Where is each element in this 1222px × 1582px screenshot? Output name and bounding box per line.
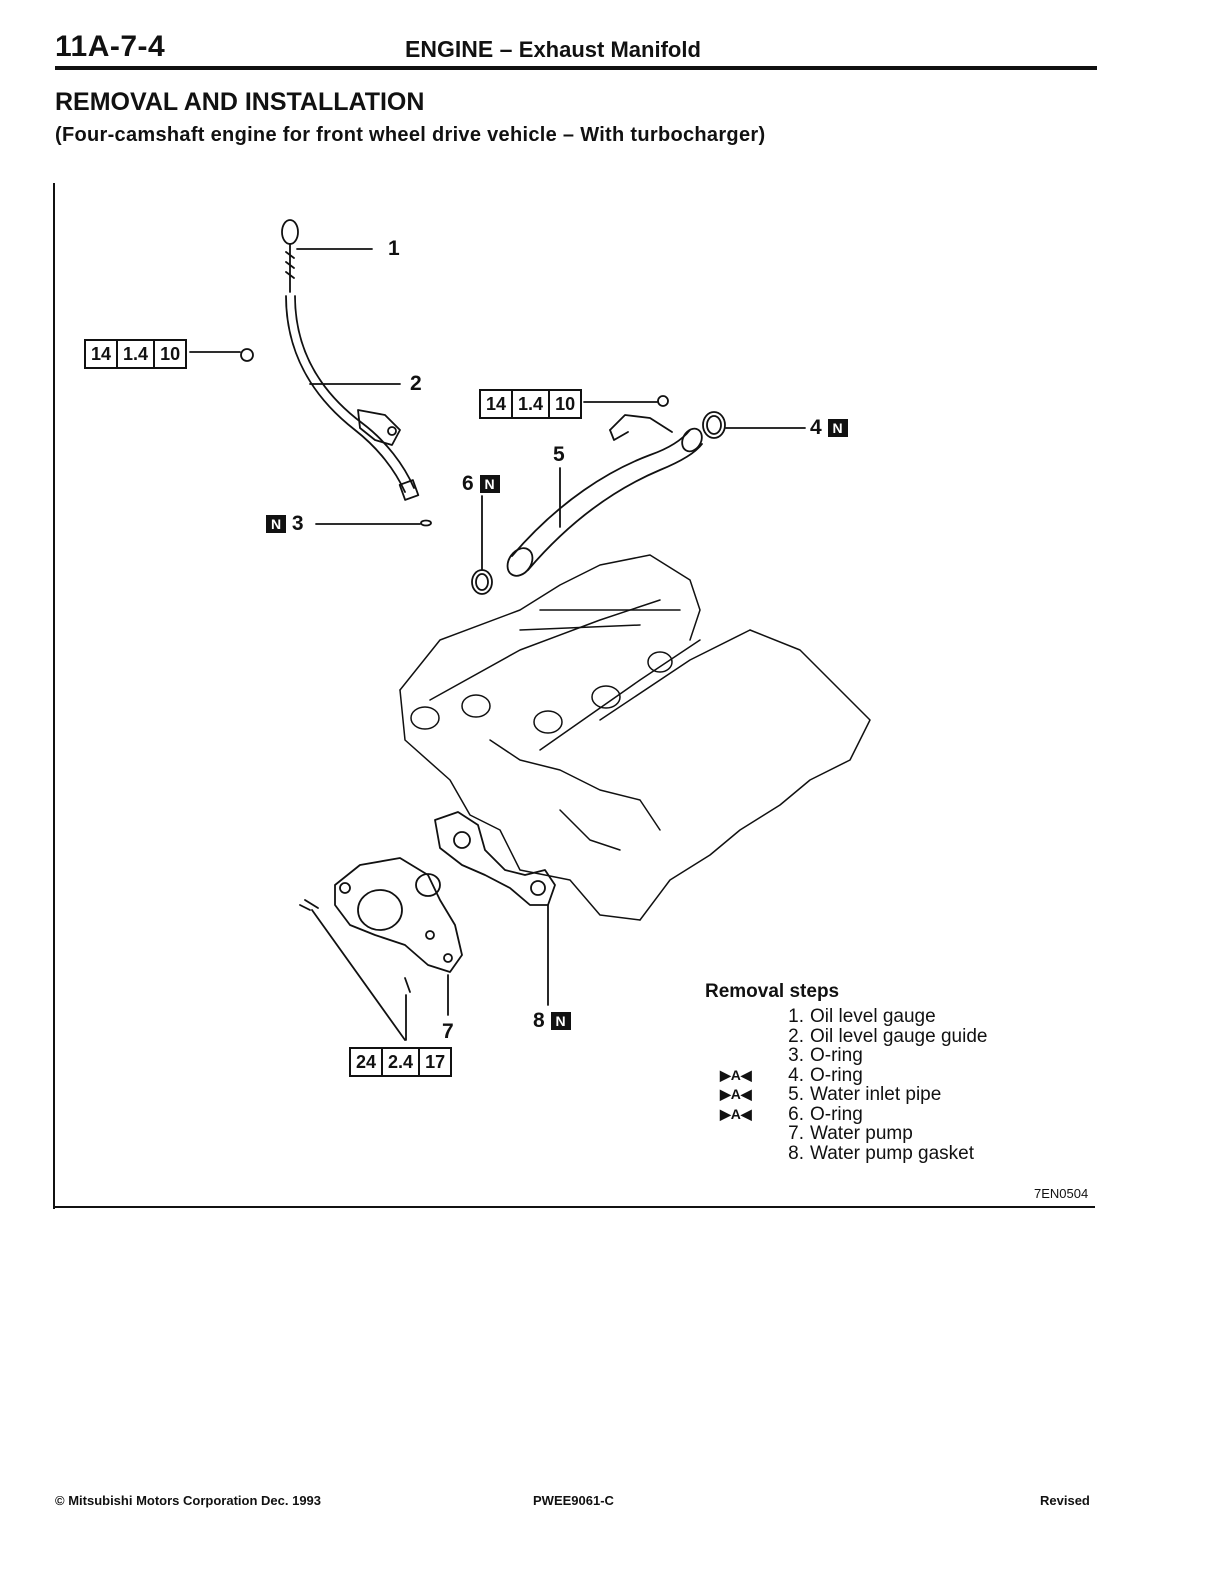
step-number: 2. [788, 1025, 804, 1047]
list-item: ▶A◀ 5. Water inlet pipe [720, 1085, 987, 1105]
leader-line-torque-c [311, 909, 407, 1041]
figure-frame-left [53, 183, 55, 1209]
water-pump-drawing [334, 857, 463, 973]
footer-copyright: © Mitsubishi Motors Corporation Dec. 199… [55, 1493, 322, 1508]
list-item: ▶A◀ 6. O-ring [720, 1103, 987, 1125]
water-pump-gasket-drawing [434, 811, 556, 906]
pump-bolt-drawing [299, 899, 411, 993]
header-title-main: ENGINE – [405, 36, 513, 62]
footer-doc-code: PWEE9061-C [533, 1493, 614, 1508]
torque-ftlbs: 10 [555, 394, 576, 414]
bolt-torque-a-drawing [240, 348, 254, 362]
list-item: 7. Water pump [720, 1124, 987, 1144]
torque-nm: 14 [86, 341, 119, 367]
list-item: 1. Oil level gauge [720, 1007, 987, 1027]
oil-level-gauge-drawing [281, 219, 299, 293]
footer-status: Revised [1040, 1493, 1090, 1508]
figure-code: 7EN0504 [1034, 1186, 1089, 1201]
step-label: Water inlet pipe [810, 1084, 942, 1105]
step-label: Water pump gasket [810, 1142, 975, 1164]
service-point-mark: ▶A◀ [720, 1066, 752, 1083]
callout-5: 5 [553, 443, 565, 466]
callout-7: 7 [442, 1020, 454, 1043]
torque-kgm: 2.4 [383, 1049, 421, 1075]
removal-steps-list: 1. Oil level gauge 2. Oil level gauge gu… [720, 1007, 987, 1163]
torque-nm: 14 [481, 391, 514, 417]
callout-3: 3 [291, 512, 304, 535]
torque-kgm: 1.4 [513, 391, 551, 417]
step-number: 7. [788, 1123, 804, 1144]
torque-spec-box-b: 14 1.4 10 [479, 389, 583, 419]
step-label: O-ring [810, 1064, 863, 1086]
callout-4-group: 4 N [810, 416, 848, 440]
list-item: 3. O-ring [720, 1046, 987, 1066]
torque-kgm: 1.4 [118, 341, 156, 367]
o-ring-6-drawing [471, 569, 493, 595]
torque-ftlbs: 17 [425, 1052, 446, 1072]
step-label: Oil level gauge [810, 1006, 936, 1027]
o-ring-4-drawing [702, 411, 726, 439]
section-subtitle: (Four-camshaft engine for front wheel dr… [55, 124, 766, 146]
page-header-title: ENGINE – Exhaust Manifold [405, 36, 701, 63]
step-number: 5. [788, 1084, 804, 1105]
list-item: ▶A◀ 4. O-ring [720, 1064, 987, 1086]
callout-8: 8 [533, 1009, 545, 1032]
callout-4: 4 [810, 416, 822, 439]
bolt-torque-b-drawing [657, 395, 669, 407]
engine-block-drawing [399, 554, 871, 921]
service-point-mark: ▶A◀ [720, 1105, 752, 1122]
torque-spec-box-a: 14 1.4 10 [84, 339, 188, 369]
o-ring-3-drawing [420, 519, 432, 527]
header-rule [55, 66, 1097, 70]
header-title-sub: Exhaust Manifold [518, 37, 701, 62]
step-number: 8. [788, 1142, 804, 1164]
step-label: Water pump [810, 1123, 913, 1144]
step-number: 3. [788, 1045, 804, 1066]
torque-nm: 24 [351, 1049, 384, 1075]
callout-1: 1 [388, 237, 400, 260]
page-number: 11A-7-4 [55, 30, 166, 63]
new-part-badge: N [550, 1012, 571, 1031]
step-number: 6. [788, 1103, 804, 1125]
step-label: O-ring [810, 1103, 863, 1125]
water-inlet-pipe-drawing [506, 414, 703, 577]
list-item: 2. Oil level gauge guide [720, 1025, 988, 1047]
new-part-badge: N [827, 419, 848, 438]
oil-level-gauge-guide-drawing [285, 295, 420, 501]
step-number: 4. [788, 1064, 804, 1086]
service-point-mark: ▶A◀ [720, 1086, 752, 1102]
callout-8-group: 8 N [533, 1009, 571, 1033]
torque-spec-box-c: 24 2.4 17 [349, 1047, 453, 1077]
step-label: O-ring [810, 1045, 863, 1066]
section-title: REMOVAL AND INSTALLATION [55, 88, 425, 116]
callout-2: 2 [410, 372, 422, 395]
torque-ftlbs: 10 [160, 344, 181, 364]
list-item: 8. Water pump gasket [720, 1142, 987, 1164]
step-label: Oil level gauge guide [810, 1025, 988, 1047]
callout-6: 6 [462, 472, 474, 495]
removal-steps-title: Removal steps [705, 981, 840, 1002]
new-part-badge: N [479, 475, 500, 494]
callout-3-group: N 3 [266, 512, 304, 536]
figure-frame-bottom [53, 1206, 1095, 1208]
step-number: 1. [788, 1006, 804, 1027]
callout-6-group: 6 N [462, 472, 500, 496]
new-part-badge: N [266, 515, 286, 534]
